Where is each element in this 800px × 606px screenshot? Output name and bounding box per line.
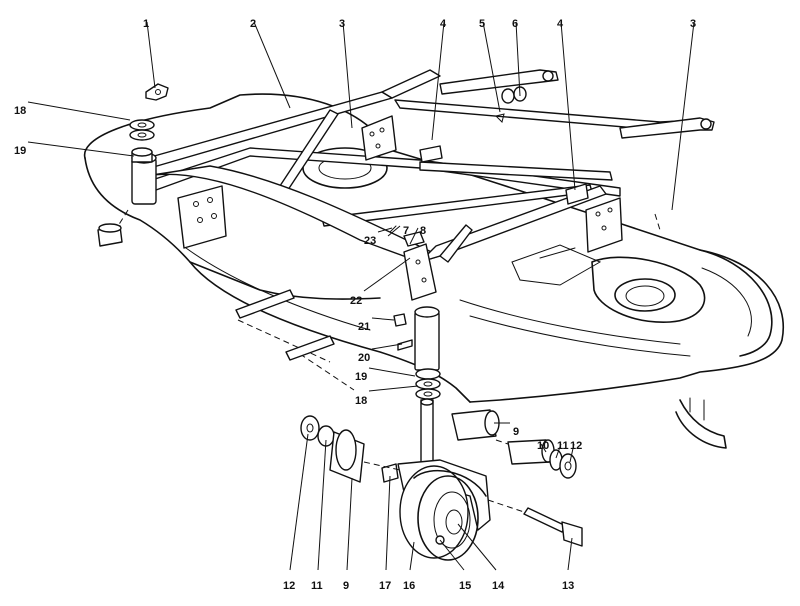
callout-leader-c4a [431,21,445,141]
callout-leader-c23 [377,227,393,233]
callout-leader-c11b [317,439,327,571]
callout-label-c19b: 19 [355,371,367,383]
callout-leader-c8 [409,227,419,245]
callout-label-c11b: 11 [311,580,323,592]
caster-wheel-assembly [300,409,583,561]
callout-label-c16: 16 [403,580,415,592]
callout-leader-c1 [146,21,156,89]
callout-leader-c6 [515,21,521,97]
callout-label-c17: 17 [379,580,391,592]
callout-leader-c9b [346,477,353,571]
callout-leader-c15 [439,539,465,571]
callout-label-c7: 7 [403,225,409,237]
deck-frame [131,69,715,361]
callout-leader-c18a [27,101,131,121]
callout-label-c8: 8 [420,225,426,237]
callout-leader-c19a [27,141,135,157]
callout-label-c21: 21 [358,321,370,333]
callout-label-c19a: 19 [14,145,26,157]
callout-leader-c12a [569,443,575,463]
callout-label-c4b: 4 [557,18,564,30]
callout-leader-c19b [368,367,416,377]
callout-leader-c16 [409,541,415,571]
callout-label-c2: 2 [250,18,256,30]
callout-leader-c2 [253,21,291,109]
callout-leader-c14 [457,523,497,571]
callout-label-c12a: 12 [570,440,582,452]
callout-leader-c3b [671,21,695,211]
callout-label-c12b: 12 [283,580,295,592]
callout-label-c14: 14 [492,580,505,592]
callout-label-c5: 5 [479,18,485,30]
callout-label-c22: 22 [350,295,362,307]
callout-leader-c13 [567,537,573,571]
callout-leader-c10 [540,443,547,453]
callout-label-c18a: 18 [14,105,26,117]
callout-leader-c17 [385,475,391,571]
callout-label-c9a: 9 [513,426,519,438]
callout-label-c3b: 3 [690,18,696,30]
callout-label-c10: 10 [537,440,549,452]
callout-label-c23: 23 [364,235,376,247]
callout-leader-c22 [363,257,411,292]
callout-label-c9b: 9 [343,580,349,592]
callout-label-c11a: 11 [557,440,569,452]
callout-label-c1: 1 [143,18,149,30]
callout-label-c13: 13 [562,580,574,592]
callout-label-c6: 6 [512,18,518,30]
callout-label-c15: 15 [459,580,471,592]
callout-label-c4a: 4 [440,18,447,30]
callout-label-c20: 20 [358,352,370,364]
left-pivot-hardware [97,83,169,247]
front-caster-spindle [389,225,441,465]
callout-leader-c21 [371,317,395,321]
callout-label-c18b: 18 [355,395,367,407]
callout-label-c3a: 3 [339,18,345,30]
callout-leader-c11a [555,443,562,459]
callout-leader-c3a [342,21,353,129]
callout-leader-c20 [371,343,403,350]
callout-leader-c12b [289,433,309,571]
callout-leader-c5 [482,21,501,113]
callout-leader-c7 [387,225,401,237]
callout-leader-c4b [560,21,576,191]
callout-leader-c18b [368,385,419,392]
